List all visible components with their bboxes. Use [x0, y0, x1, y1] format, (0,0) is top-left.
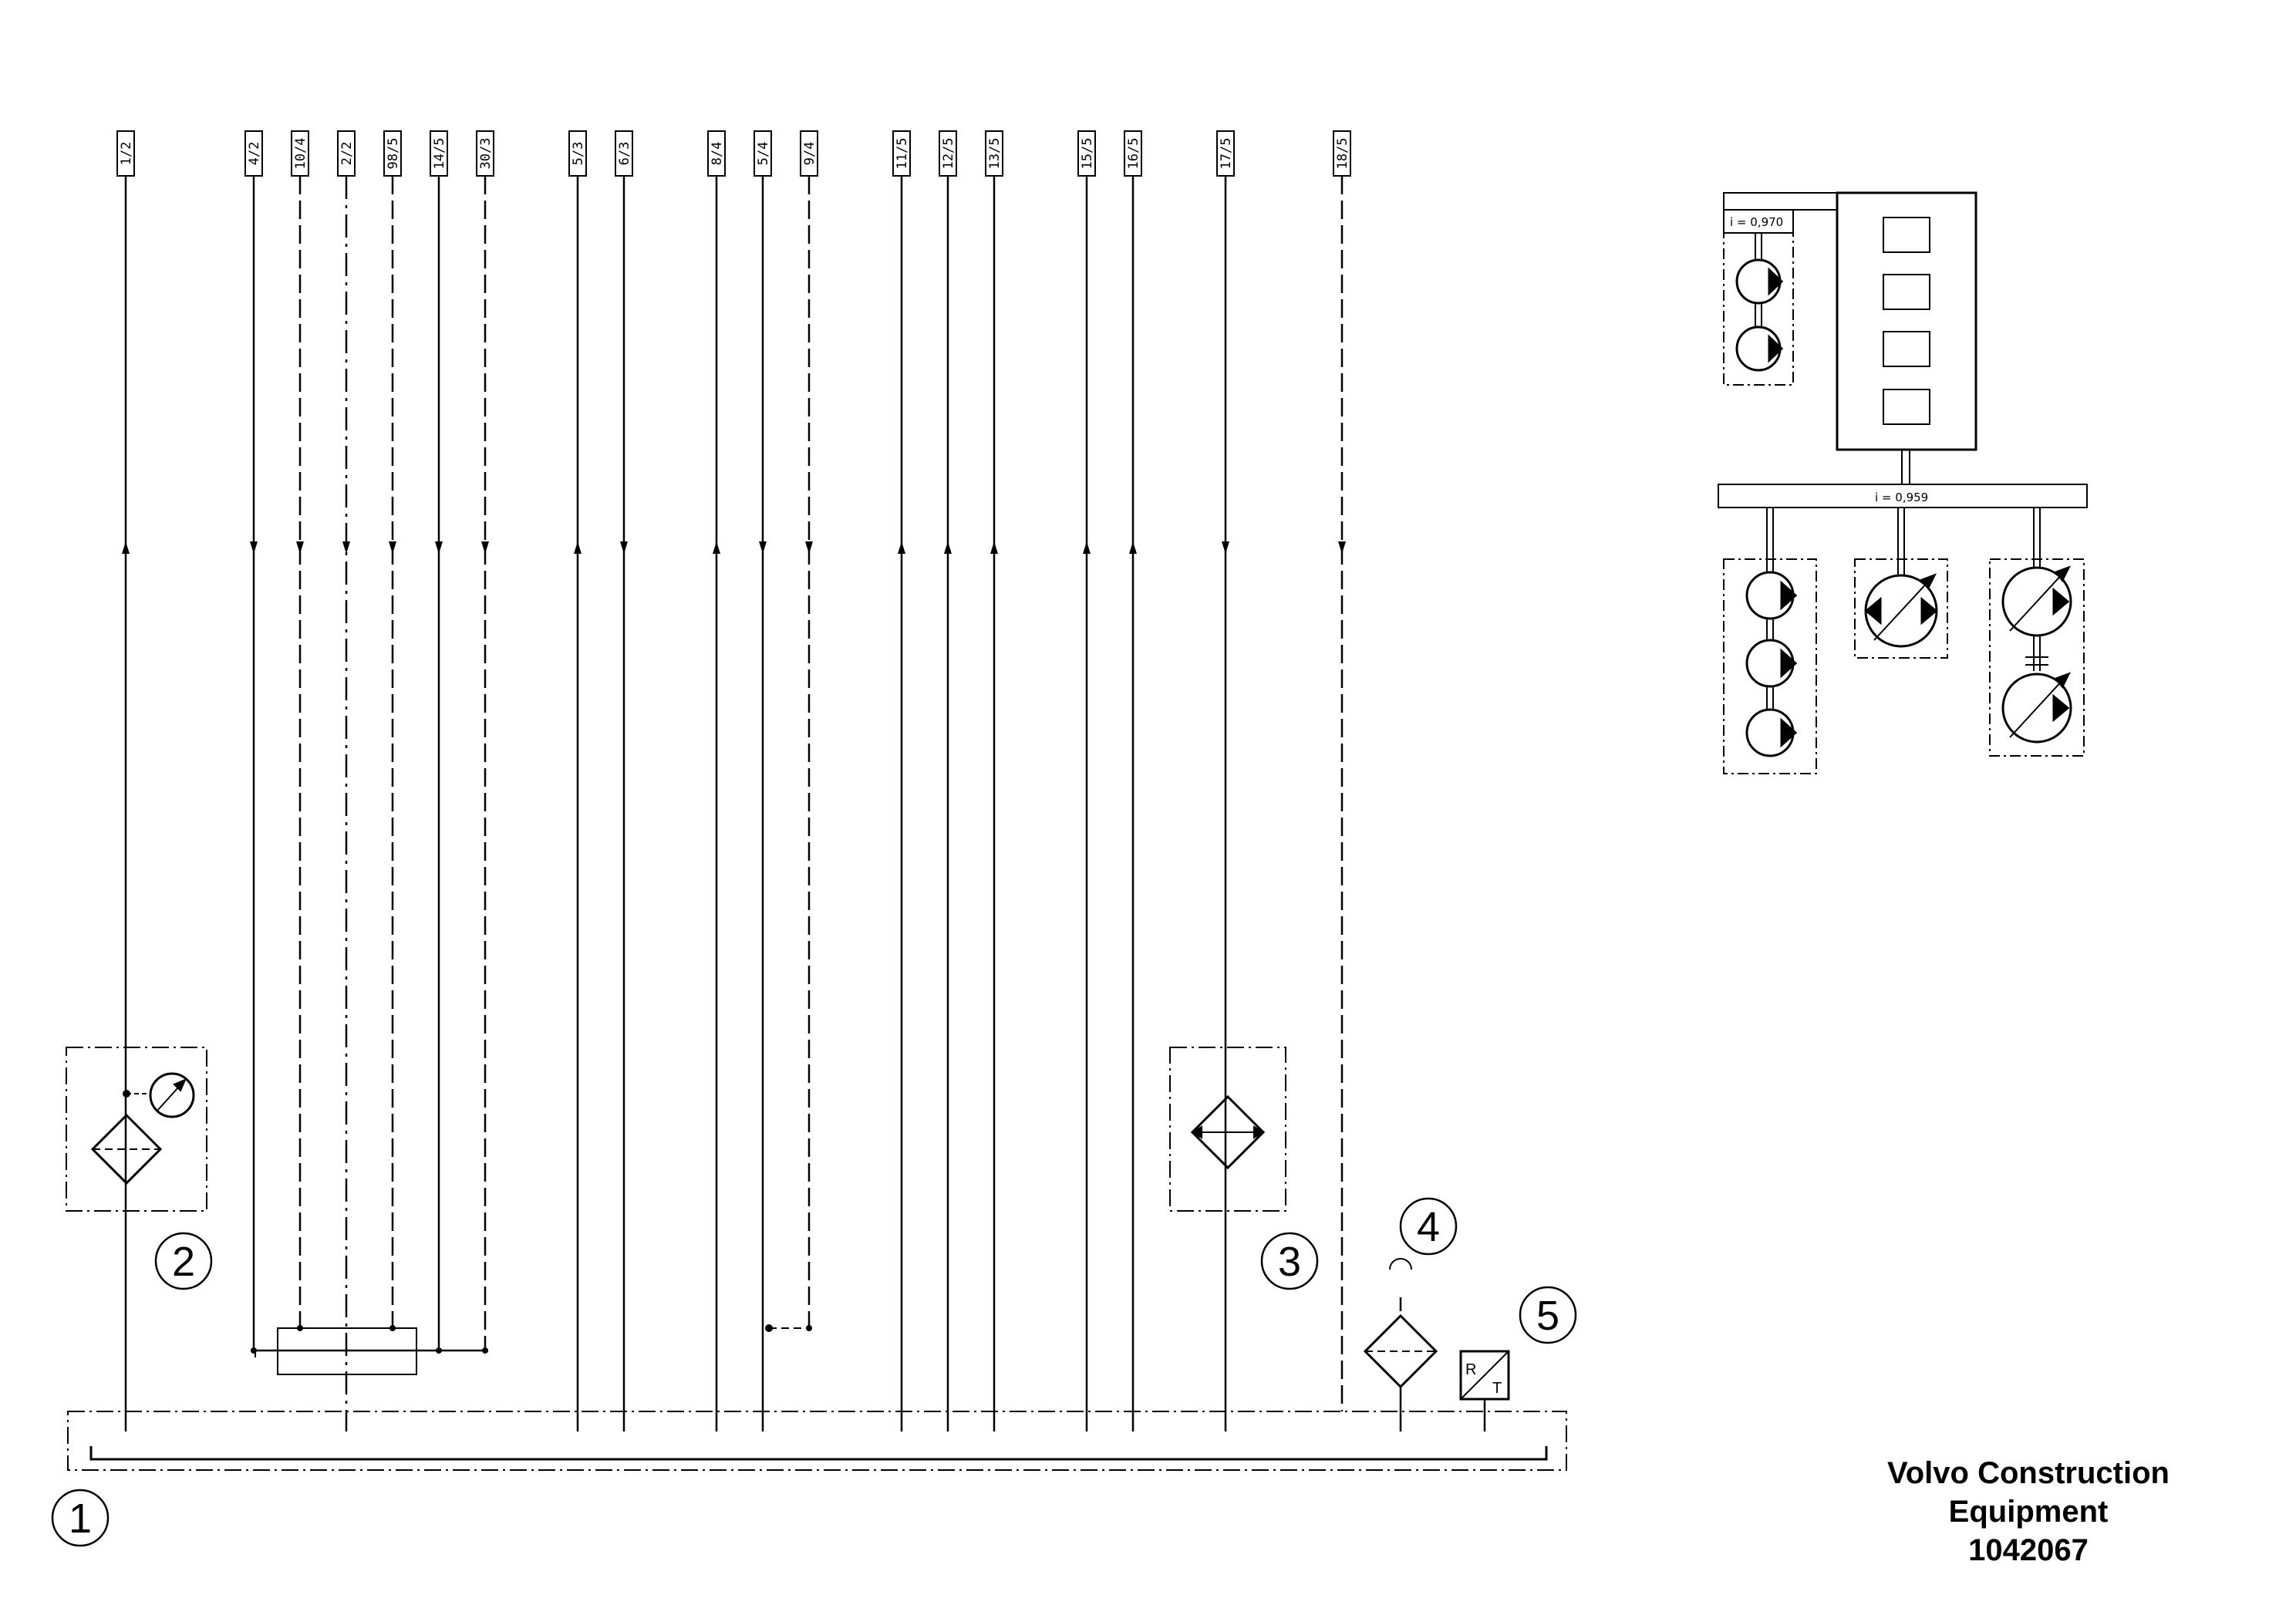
- flow-arrow-down: [1338, 541, 1346, 554]
- breather-filter: [1363, 1258, 1438, 1431]
- callout-4: 4: [1417, 1204, 1440, 1250]
- port-label: 30/3: [478, 138, 494, 170]
- flow-arrow-up: [574, 541, 582, 554]
- port-label: 10/4: [293, 138, 308, 170]
- port-label: 5/3: [571, 142, 586, 166]
- flow-arrow-down: [342, 541, 350, 554]
- flow-arrow-down: [435, 541, 443, 554]
- port-label: 14/5: [432, 138, 447, 170]
- port-15-5: 15/5: [1077, 130, 1096, 1431]
- footer-caption: Volvo Construction Equipment 1042067: [1836, 1454, 2221, 1570]
- port-label: 15/5: [1080, 138, 1095, 170]
- flow-arrow-down: [250, 541, 258, 554]
- port-label: 16/5: [1126, 138, 1141, 170]
- port-4-2: 4/2: [244, 130, 263, 1354]
- port-label: 6/3: [617, 142, 632, 166]
- port-label: 17/5: [1219, 138, 1234, 170]
- tank: [67, 1411, 1567, 1471]
- flow-arrow-up: [944, 541, 952, 554]
- callout-numbers: 1 2 3 4 5: [69, 1204, 1559, 1542]
- callouts: [51, 1197, 1577, 1547]
- port-12-5: 12/5: [939, 130, 957, 1431]
- callout-1-circle: [51, 1489, 110, 1547]
- flow-arrow-down: [805, 541, 813, 554]
- filter-with-gauge: [66, 1047, 207, 1212]
- port-11-5: 11/5: [892, 130, 911, 1431]
- port-2-2: 2/2: [337, 130, 356, 1431]
- port-lines: 1/2 4/2 10/4 2/2 98/5 14/5 30/3 5/3 6/3 8/4 5/4 9/4…: [116, 130, 1351, 1431]
- footer-document-number: 1042067: [1968, 1533, 2089, 1567]
- port-16-5: 16/5: [1124, 130, 1142, 1431]
- pump-drive-schematic: i = 0,970 i = 0,959: [1718, 191, 2088, 774]
- footer-company-2: Equipment: [1948, 1495, 2109, 1529]
- flow-arrow-up: [1083, 541, 1091, 554]
- port-label: 18/5: [1335, 138, 1350, 170]
- port-17-5: 17/5: [1216, 130, 1235, 1431]
- port-label: 98/5: [386, 138, 401, 170]
- flow-arrow-up: [898, 541, 905, 554]
- port-label: 11/5: [895, 138, 910, 170]
- port-14-5: 14/5: [430, 130, 448, 1354]
- temperature-sensor: R T: [1459, 1350, 1510, 1431]
- callout-4-circle: [1399, 1197, 1458, 1256]
- callout-5-circle: [1519, 1286, 1577, 1344]
- port-13-5: 13/5: [985, 130, 1003, 1431]
- flow-arrow-down: [620, 541, 628, 554]
- flow-arrow-up: [990, 541, 998, 554]
- collector-block: [255, 1324, 812, 1375]
- flow-arrow-up: [713, 541, 720, 554]
- footer-company: Volvo Construction: [1887, 1456, 2170, 1490]
- port-30-3: 30/3: [476, 130, 494, 1354]
- port-10-4: 10/4: [291, 130, 309, 1331]
- port-label: 12/5: [941, 138, 956, 170]
- port-label: 8/4: [710, 142, 725, 166]
- gear-ratio-upper: i = 0,970: [1730, 215, 1783, 229]
- port-label: 1/2: [119, 142, 134, 166]
- port-18-5: 18/5: [1333, 130, 1351, 1411]
- port-label: 2/2: [339, 142, 355, 166]
- sensor-t-label: T: [1492, 1380, 1502, 1397]
- port-label: 4/2: [247, 142, 262, 166]
- port-1-2: 1/2: [116, 130, 135, 1431]
- port-label: 13/5: [987, 138, 1003, 170]
- callout-3: 3: [1278, 1239, 1301, 1285]
- gear-ratio-lower: i = 0,959: [1875, 491, 1928, 504]
- oil-cooler: [1169, 1047, 1286, 1212]
- port-8-4: 8/4: [707, 130, 726, 1431]
- port-label: 9/4: [802, 142, 818, 166]
- flow-arrow-down: [759, 541, 767, 554]
- callout-5: 5: [1536, 1293, 1559, 1339]
- flow-arrow-down: [389, 541, 396, 554]
- port-9-4: 9/4: [800, 130, 818, 1331]
- port-98-5: 98/5: [383, 130, 402, 1331]
- flow-arrow-up: [1129, 541, 1137, 554]
- port-5-3: 5/3: [568, 130, 587, 1431]
- port-5-4: 5/4: [754, 130, 772, 1431]
- port-6-3: 6/3: [615, 130, 633, 1431]
- flow-arrow-down: [1222, 541, 1229, 554]
- flow-arrow-down: [296, 541, 304, 554]
- callout-2: 2: [172, 1239, 195, 1285]
- port-label: 5/4: [756, 142, 771, 166]
- sensor-r-label: R: [1465, 1361, 1476, 1378]
- callout-1: 1: [69, 1496, 92, 1542]
- callout-2-circle: [154, 1232, 213, 1290]
- flow-arrow-up: [122, 541, 130, 554]
- flow-arrow-down: [481, 541, 489, 554]
- callout-3-circle: [1260, 1232, 1319, 1290]
